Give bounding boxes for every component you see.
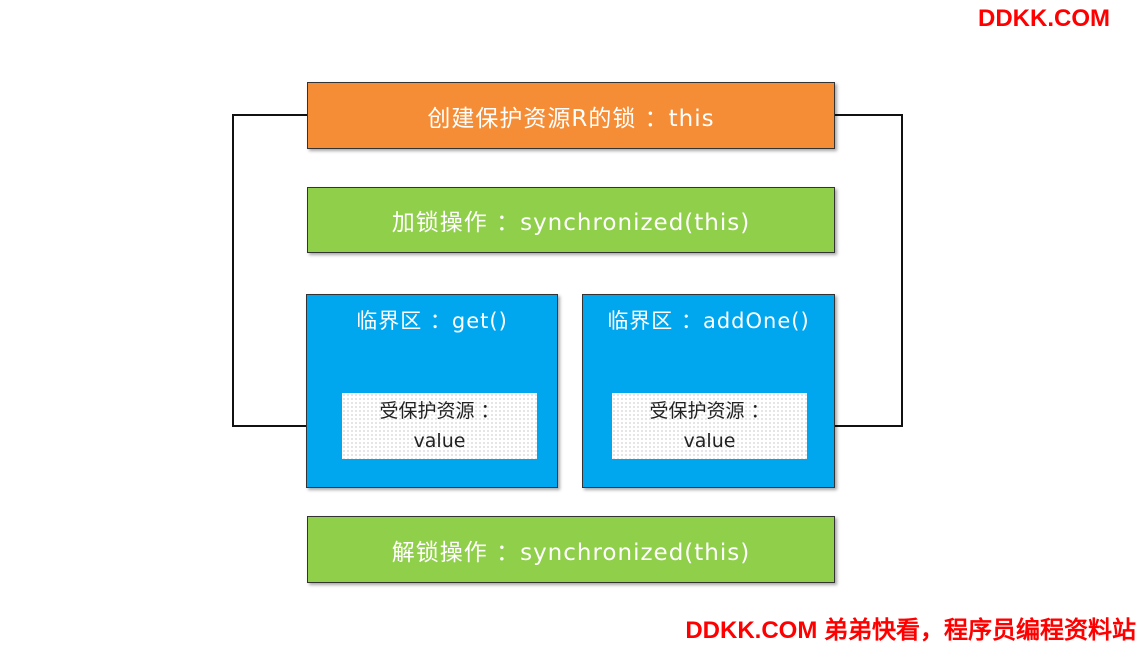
critical-section-get: 临界区 ：get() 受保护资源 ： value xyxy=(306,294,558,488)
lock-box-label: 创建保护资源R的锁 ：this xyxy=(427,105,715,132)
protected-resource-label: 受保护资源 ： xyxy=(649,400,770,422)
protected-resource-value: value xyxy=(413,430,466,452)
protected-resource-value: value xyxy=(683,430,736,452)
protected-resource-get: 受保护资源 ： value xyxy=(342,393,537,459)
watermark-top: DDKK.COM xyxy=(978,5,1110,32)
protected-resource-addone: 受保护资源 ： value xyxy=(612,393,807,459)
acquire-lock-label: 加锁操作 ：synchronized(this) xyxy=(391,210,751,236)
critical-section-addone-title: 临界区 ：addOne() xyxy=(607,309,810,333)
protected-resource-label: 受保护资源 ： xyxy=(379,400,500,422)
release-lock-label: 解锁操作 ：synchronized(this) xyxy=(391,539,751,566)
critical-section-addone: 临界区 ：addOne() 受保护资源 ： value xyxy=(582,294,835,488)
critical-section-get-title: 临界区 ：get() xyxy=(356,309,508,333)
connector-left xyxy=(232,114,341,430)
connector-right xyxy=(807,114,903,430)
lock-box: 创建保护资源R的锁 ：this xyxy=(307,82,835,149)
acquire-lock-box: 加锁操作 ：synchronized(this) xyxy=(307,187,835,253)
release-lock-box: 解锁操作 ：synchronized(this) xyxy=(307,516,835,583)
